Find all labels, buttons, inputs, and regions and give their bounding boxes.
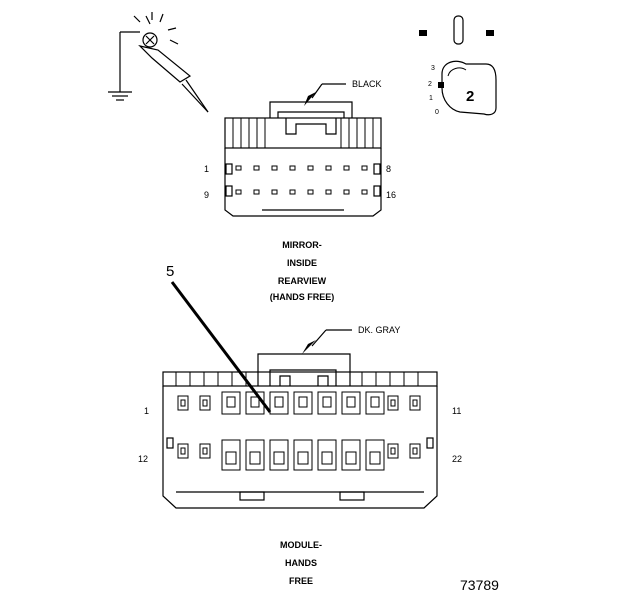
- mirror-caption-line-2: INSIDE: [287, 258, 317, 268]
- module-connector: [162, 353, 438, 509]
- module-caption-line-3: FREE: [289, 576, 313, 586]
- probe-pin-label: 5: [166, 263, 174, 280]
- module-pin-12: 12: [138, 454, 148, 464]
- probe-lead-line: 5: [166, 263, 272, 413]
- mirror-color-callout: BLACK: [304, 79, 382, 106]
- test-light-probe-icon: [108, 12, 209, 113]
- key-position-3: 3: [431, 65, 435, 72]
- ignition-key-icon: 3 2 1 0 2: [419, 15, 497, 116]
- mirror-pin-8: 8: [386, 164, 391, 174]
- module-pin-22: 22: [452, 454, 462, 464]
- mirror-connector: [224, 101, 382, 217]
- key-position-1: 1: [429, 95, 433, 102]
- module-caption-line-2: HANDS: [285, 558, 317, 568]
- mirror-pin-9: 9: [204, 190, 209, 200]
- module-color-callout: DK. GRAY: [302, 325, 400, 354]
- mirror-caption: MIRROR- INSIDE REARVIEW (HANDS FREE): [270, 240, 335, 302]
- figure-number: 73789: [460, 577, 499, 593]
- module-caption-line-1: MODULE-: [280, 540, 322, 550]
- mirror-caption-line-1: MIRROR-: [282, 240, 322, 250]
- mirror-caption-line-4: (HANDS FREE): [270, 292, 335, 302]
- module-pin-1: 1: [144, 406, 149, 416]
- mirror-pin-1: 1: [204, 164, 209, 174]
- module-connector-cavities-row-1: [177, 391, 421, 415]
- mirror-connector-ribs: [232, 118, 374, 148]
- key-position-0: 0: [435, 109, 439, 116]
- module-connector-cavities-row-2: [177, 439, 421, 471]
- key-position-2: 2: [428, 81, 432, 88]
- mirror-connector-color: BLACK: [352, 79, 382, 89]
- module-caption: MODULE- HANDS FREE: [280, 540, 322, 586]
- mirror-caption-line-3: REARVIEW: [278, 276, 327, 286]
- module-connector-color: DK. GRAY: [358, 325, 400, 335]
- mirror-pin-16: 16: [386, 190, 396, 200]
- module-pin-11: 11: [452, 406, 461, 416]
- module-connector-ribs: [175, 372, 419, 386]
- mirror-connector-cavities: [235, 165, 368, 195]
- key-position-indicator: 2: [466, 88, 474, 105]
